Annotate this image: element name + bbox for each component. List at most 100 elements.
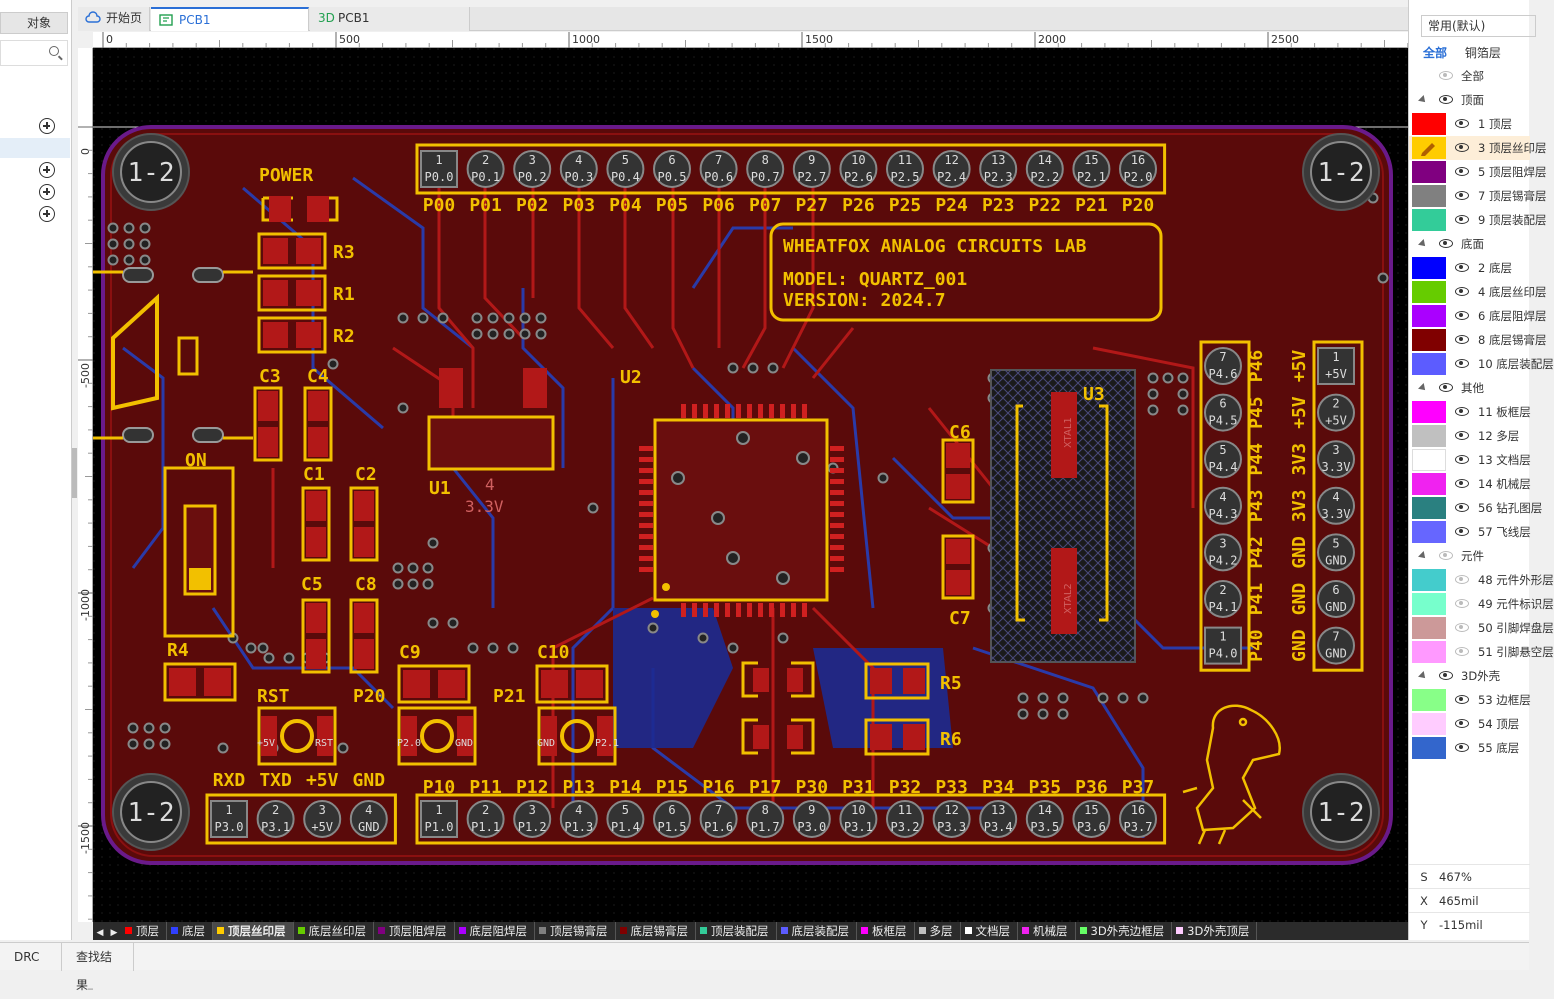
layer-color-swatch[interactable] — [1412, 329, 1446, 351]
layer-tab[interactable]: 底层阻焊层 — [455, 922, 535, 940]
eye-icon[interactable] — [1455, 527, 1469, 536]
layer-row[interactable]: 57 飞线层 — [1409, 520, 1531, 544]
layer-row[interactable]: 13 文档层 — [1409, 448, 1531, 472]
layer-color-swatch[interactable] — [1412, 617, 1446, 639]
eye-icon[interactable] — [1439, 671, 1453, 680]
layer-tab[interactable]: 多层 — [915, 922, 961, 940]
eye-icon[interactable] — [1455, 167, 1469, 176]
layer-color-swatch[interactable] — [1412, 689, 1446, 711]
layer-color-swatch[interactable] — [1412, 161, 1446, 183]
layer-tab[interactable]: 底层锡膏层 — [616, 922, 696, 940]
scroll-left-icon[interactable]: ◀ — [96, 928, 104, 938]
collapse-triangle-icon[interactable] — [1418, 95, 1428, 105]
eye-icon[interactable] — [1439, 71, 1453, 80]
eye-icon[interactable] — [1455, 143, 1469, 152]
eye-icon[interactable] — [1455, 119, 1469, 128]
eye-icon[interactable] — [1455, 647, 1469, 656]
layer-tab[interactable]: 顶层锡膏层 — [535, 922, 616, 940]
filter-tab-all[interactable]: 全部 — [1423, 46, 1448, 60]
collapse-triangle-icon[interactable] — [1418, 383, 1428, 393]
layer-group-row[interactable]: 3D外壳 — [1409, 664, 1530, 688]
eye-icon[interactable] — [1455, 455, 1469, 464]
layer-color-swatch[interactable] — [1412, 713, 1446, 735]
layer-color-swatch[interactable] — [1412, 113, 1446, 135]
layer-row[interactable]: 11 板框层 — [1409, 400, 1531, 424]
layer-group-row[interactable]: 顶面 — [1409, 88, 1530, 112]
eye-icon[interactable] — [1439, 551, 1453, 560]
layer-color-swatch[interactable] — [1412, 353, 1446, 375]
eye-icon[interactable] — [1455, 215, 1469, 224]
layer-color-swatch[interactable] — [1412, 569, 1446, 591]
layer-tab[interactable]: 板框层 — [857, 922, 915, 940]
panel-collapse-handle[interactable] — [72, 448, 77, 498]
tab-pcb1[interactable]: PCB1 — [151, 7, 309, 31]
eye-icon[interactable] — [1439, 383, 1453, 392]
layer-tab[interactable]: 3D外壳顶层 — [1172, 922, 1258, 940]
layer-tab[interactable]: 3D外壳边框层 — [1076, 922, 1173, 940]
layer-row[interactable]: 3 顶层丝印层 — [1409, 136, 1546, 160]
layer-row[interactable]: 54 顶层 — [1409, 712, 1530, 736]
eye-icon[interactable] — [1455, 575, 1469, 584]
layer-tab[interactable]: 顶层 — [121, 922, 167, 940]
layer-row[interactable]: 50 引脚焊盘层 — [1409, 616, 1554, 640]
eye-icon[interactable] — [1455, 719, 1469, 728]
layer-row[interactable]: 8 底层锡膏层 — [1409, 328, 1546, 352]
layer-color-swatch[interactable] — [1412, 449, 1446, 471]
expand-plus-icon[interactable] — [39, 162, 55, 178]
layer-color-swatch[interactable] — [1412, 401, 1446, 423]
eye-icon[interactable] — [1455, 743, 1469, 752]
layer-row[interactable]: 5 顶层阻焊层 — [1409, 160, 1546, 184]
layer-color-swatch[interactable] — [1412, 281, 1446, 303]
eye-icon[interactable] — [1455, 335, 1469, 344]
object-selected-row[interactable] — [0, 138, 70, 158]
layer-color-swatch[interactable] — [1412, 305, 1446, 327]
layer-row[interactable]: 51 引脚悬空层 — [1409, 640, 1554, 664]
eye-icon[interactable] — [1455, 407, 1469, 416]
tab-start-page[interactable]: 开始页 — [78, 7, 150, 31]
layer-color-swatch[interactable] — [1412, 137, 1446, 159]
layer-tab[interactable]: 底层 — [167, 922, 213, 940]
layer-row[interactable]: 10 底层装配层 — [1409, 352, 1554, 376]
layer-color-swatch[interactable] — [1412, 425, 1446, 447]
eye-icon[interactable] — [1455, 503, 1469, 512]
layer-preset-select[interactable]: 常用(默认) — [1421, 15, 1536, 37]
layer-color-swatch[interactable] — [1412, 473, 1446, 495]
search-icon[interactable] — [49, 46, 59, 56]
object-panel-tab[interactable]: 对象 — [0, 12, 68, 34]
layer-row[interactable]: 2 底层 — [1409, 256, 1530, 280]
expand-plus-icon[interactable] — [39, 206, 55, 222]
layer-color-swatch[interactable] — [1412, 521, 1446, 543]
layer-row[interactable]: 49 元件标识层 — [1409, 592, 1554, 616]
collapse-triangle-icon[interactable] — [1418, 239, 1428, 249]
layer-row[interactable]: 6 底层阻焊层 — [1409, 304, 1546, 328]
layer-row[interactable]: 53 边框层 — [1409, 688, 1531, 712]
eye-icon[interactable] — [1455, 695, 1469, 704]
eye-icon[interactable] — [1455, 287, 1469, 296]
layer-row[interactable]: 9 顶层装配层 — [1409, 208, 1546, 232]
layer-color-swatch[interactable] — [1412, 257, 1446, 279]
layer-tab[interactable]: 顶层丝印层 — [213, 922, 294, 940]
eye-icon[interactable] — [1455, 359, 1469, 368]
layer-row[interactable]: 12 多层 — [1409, 424, 1530, 448]
layer-row[interactable]: 55 底层 — [1409, 736, 1530, 760]
expand-plus-icon[interactable] — [39, 118, 55, 134]
eye-icon[interactable] — [1455, 191, 1469, 200]
layer-row[interactable]: 48 元件外形层 — [1409, 568, 1554, 592]
collapse-triangle-icon[interactable] — [1418, 551, 1428, 561]
layer-tab[interactable]: 底层装配层 — [777, 922, 857, 940]
layer-color-swatch[interactable] — [1412, 209, 1446, 231]
eye-icon[interactable] — [1439, 239, 1453, 248]
collapse-triangle-icon[interactable] — [1418, 671, 1428, 681]
layer-color-swatch[interactable] — [1412, 737, 1446, 759]
eye-icon[interactable] — [1455, 431, 1469, 440]
layer-tab[interactable]: 底层丝印层 — [294, 922, 374, 940]
eye-icon[interactable] — [1455, 599, 1469, 608]
layer-color-swatch[interactable] — [1412, 641, 1446, 663]
layer-row[interactable]: 14 机械层 — [1409, 472, 1531, 496]
tab-find-results[interactable]: 查找结果 — [62, 943, 134, 992]
layer-group-row[interactable]: 全部 — [1409, 64, 1530, 88]
layer-group-row[interactable]: 其他 — [1409, 376, 1530, 400]
tab-drc[interactable]: DRC — [0, 943, 62, 971]
